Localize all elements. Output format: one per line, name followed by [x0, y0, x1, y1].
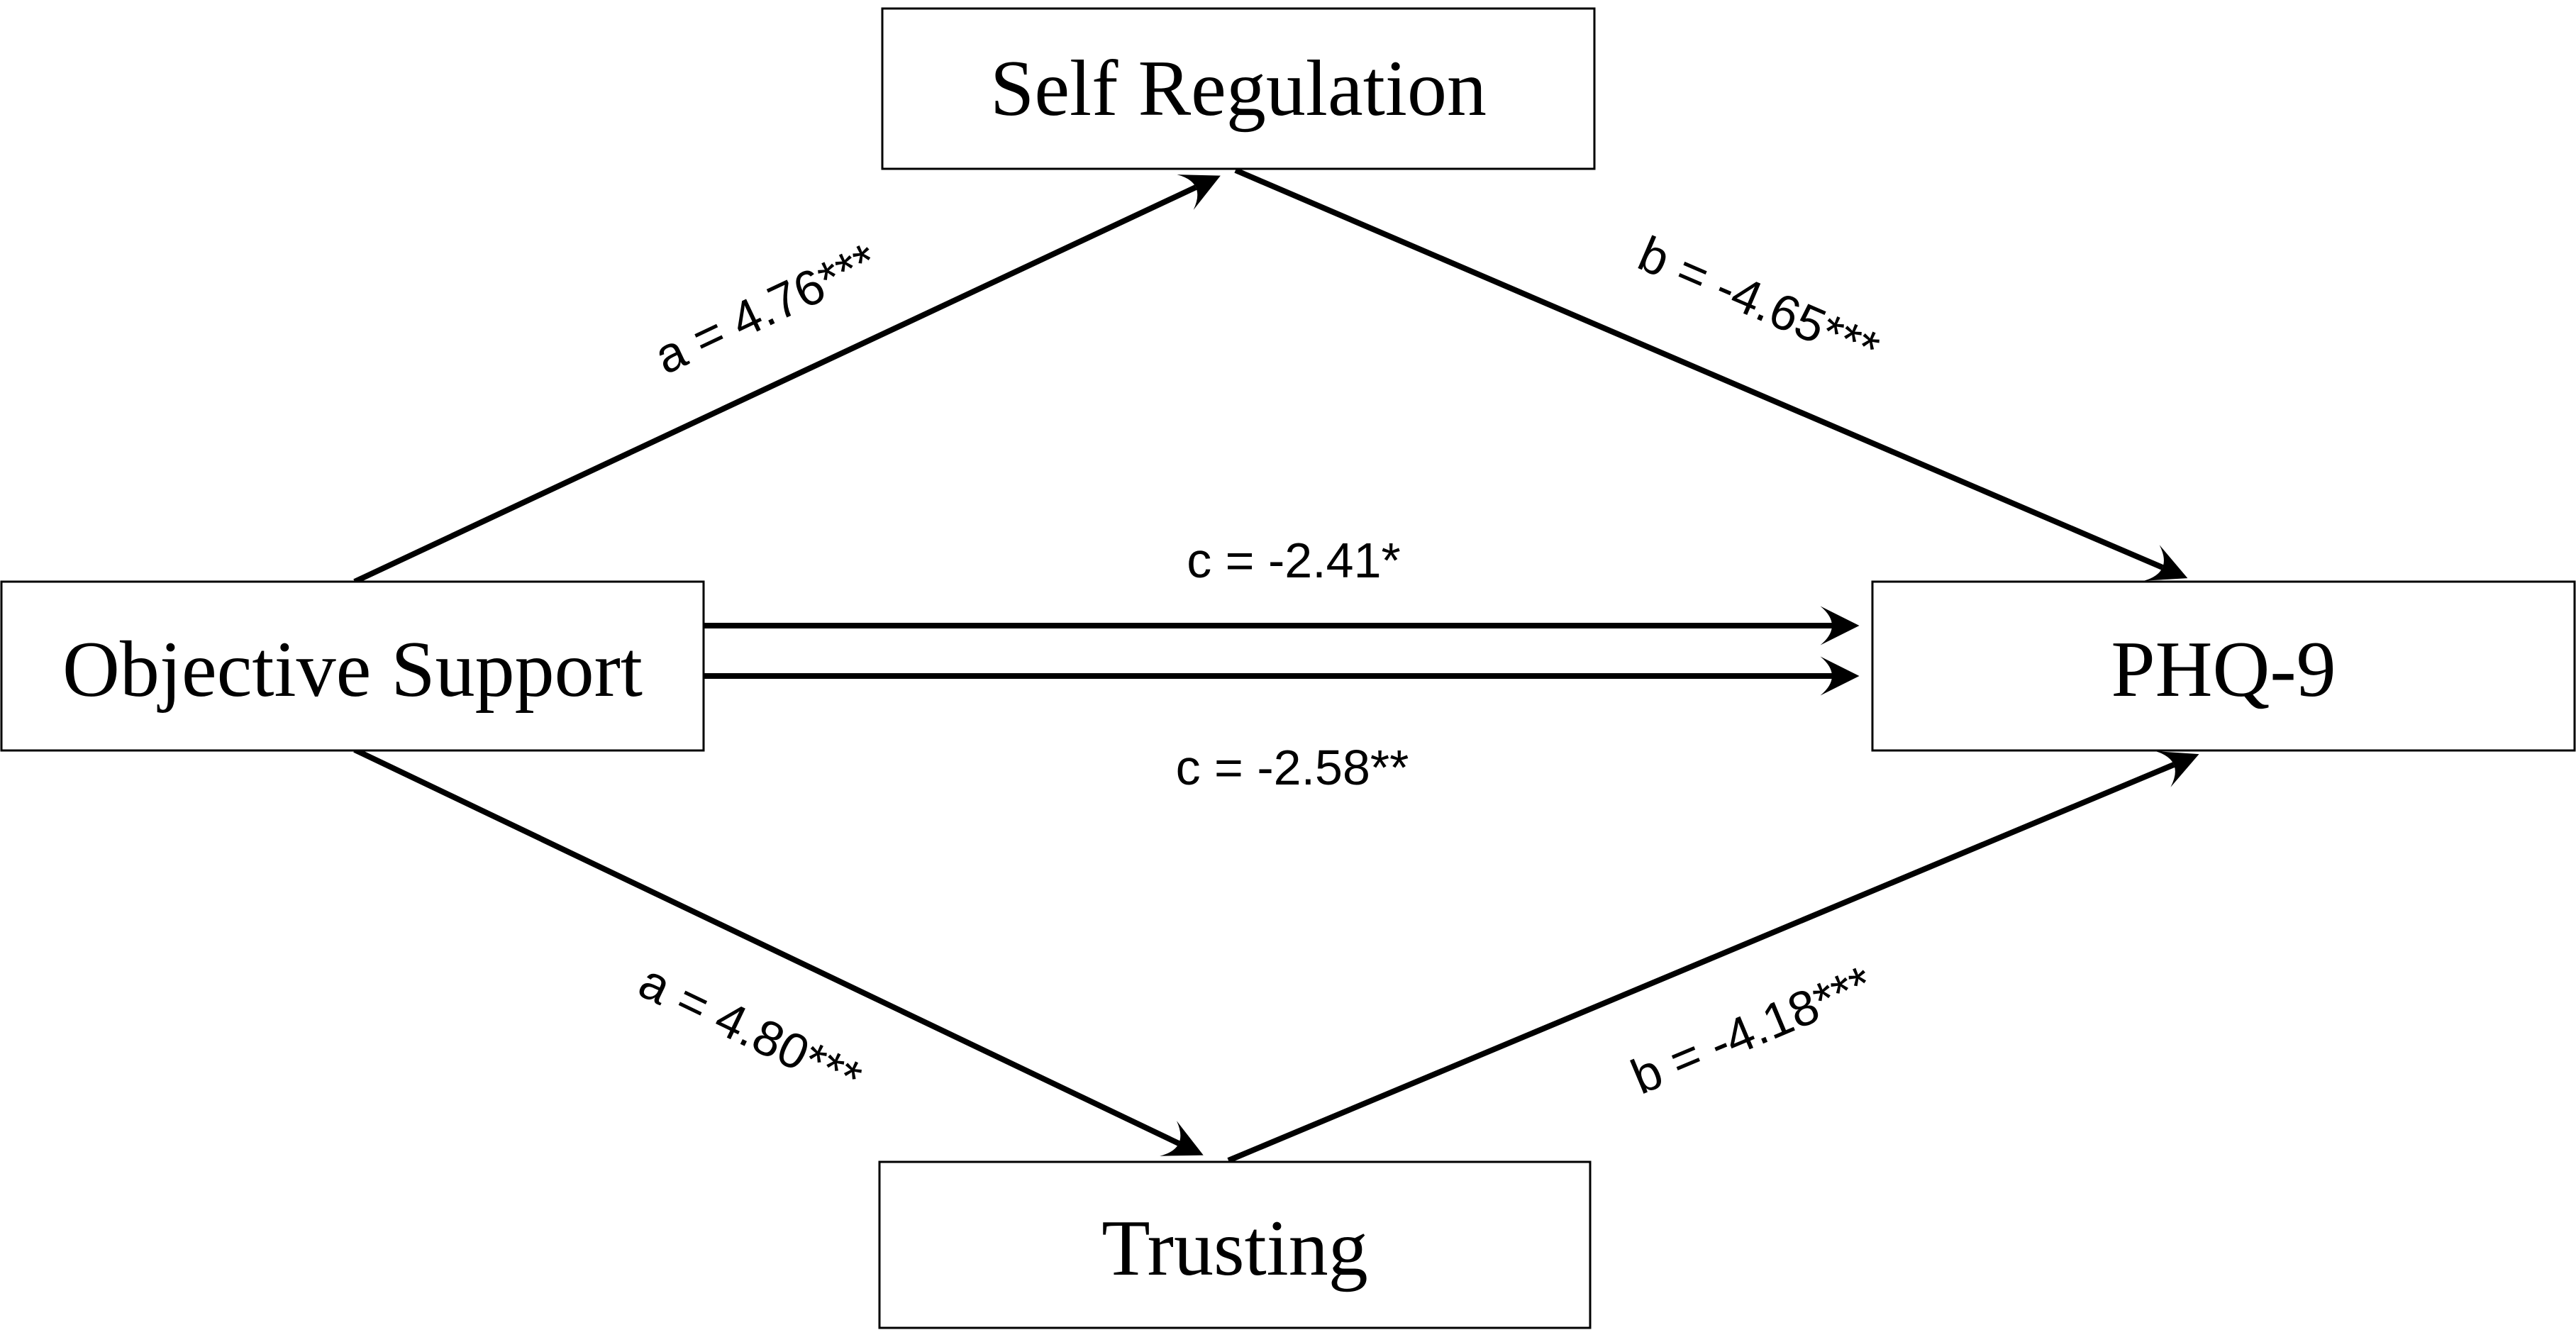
node-label-trusting: Trusting	[1101, 1204, 1368, 1292]
node-box-self-regulation	[881, 7, 1596, 170]
edge-label-c-direct-lower: c = -2.58**	[1176, 740, 1409, 795]
edge-line-a-to-trusting	[353, 747, 1204, 1156]
edge-label-a-self-regulation: a = 4.76***	[646, 233, 886, 384]
node-label-phq9: PHQ-9	[2111, 626, 2336, 714]
node-label-self-regulation: Self Regulation	[990, 45, 1487, 133]
edge-line-b-from-trusting	[1227, 751, 2199, 1163]
node-box-phq9	[1871, 580, 2576, 752]
edge-line-b-from-self-regulation	[1234, 167, 2188, 581]
node-box-trusting	[878, 1160, 1592, 1329]
edge-label-c-direct-upper: c = -2.41*	[1187, 533, 1401, 588]
node-box-objective-support	[0, 580, 705, 752]
edge-line-a-to-self-regulation	[353, 174, 1221, 584]
node-label-objective-support: Objective Support	[62, 626, 643, 714]
